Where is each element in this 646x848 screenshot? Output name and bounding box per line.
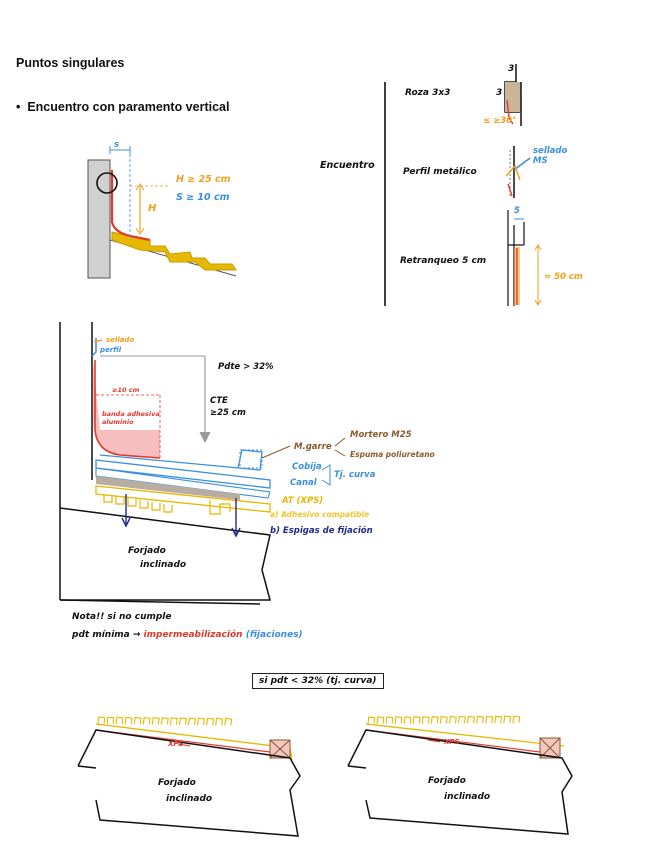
row-perfil-label: Perfil metálico (403, 167, 477, 177)
slope-line (109, 239, 237, 277)
wall (87, 159, 111, 279)
bullet-text: Encuentro con paramento vertical (27, 100, 230, 114)
roza-note: ≤ ≥30° (483, 116, 517, 126)
nota-line1: Nota!! si no cumple (72, 612, 172, 622)
perfil-note: sellado MS (533, 146, 568, 166)
at-label: AT (XPS) (282, 496, 324, 506)
s-rule: S ≥ 10 cm (176, 192, 230, 203)
dim10-label: ≥10 cm (112, 386, 140, 394)
retranqueo-note: ≈ 50 cm (544, 272, 583, 282)
canal-label: Canal (290, 478, 317, 488)
bullet-item: • Encuentro con paramento vertical (16, 100, 230, 114)
row-retranqueo-label: Retranqueo 5 cm (400, 256, 487, 266)
retranqueo-n1: 5 (514, 206, 520, 216)
bottom-right-xps: XPS (444, 738, 460, 746)
bottom-left-forjado: Forjado (158, 778, 196, 788)
tiles (111, 231, 237, 271)
nota-fijaciones: (fijaciones) (245, 630, 303, 640)
pdte-label: Pdte > 32% (218, 362, 274, 372)
membrane (110, 170, 151, 242)
cte-label: CTE (210, 396, 228, 406)
cobija-label: Cobija (292, 462, 322, 472)
adhesivo-label: a) Adhesivo compatible (270, 510, 370, 519)
bottom-left-inclinado: inclinado (166, 794, 213, 804)
inclinado-label: inclinado (140, 560, 187, 570)
banda-label: banda adhesiva aluminio (102, 410, 160, 426)
mortero-label: Mortero M25 (350, 430, 412, 440)
h-label: H (148, 203, 157, 214)
cte-value: ≥25 cm (210, 408, 246, 418)
tj-label: Tj. curva (334, 470, 376, 480)
espuma-label: Espuma poliuretano (350, 450, 435, 459)
nota-line2: pdt mínima → impermeabilización (fijacio… (72, 630, 303, 640)
perfil-label: perfil (100, 346, 122, 354)
s-label: s (114, 140, 120, 150)
bottom-right-inclinado: inclinado (444, 792, 491, 802)
sellado-label: sellado (106, 336, 135, 344)
page-title: Puntos singulares (16, 56, 125, 70)
espigas-label: b) Espigas de fijación (270, 526, 373, 536)
bottom-left-xps: XPS (168, 740, 184, 748)
detail-circle (96, 172, 118, 194)
roza-n2: 3 (496, 88, 503, 98)
nota-pdt: pdt mínima → (72, 630, 141, 640)
boxed-note: si pdt < 32% (tj. curva) (252, 673, 384, 689)
nota-imper: impermeabilización (143, 630, 243, 640)
h-rule: H ≥ 25 cm (176, 174, 231, 185)
encuentro-label: Encuentro (320, 160, 375, 171)
row-roza-label: Roza 3x3 (405, 88, 451, 98)
forjado-label: Forjado (128, 546, 166, 556)
bottom-right-forjado: Forjado (428, 776, 466, 786)
mgarre-label: M.garre (294, 442, 332, 452)
roza-n1: 3 (508, 64, 515, 74)
